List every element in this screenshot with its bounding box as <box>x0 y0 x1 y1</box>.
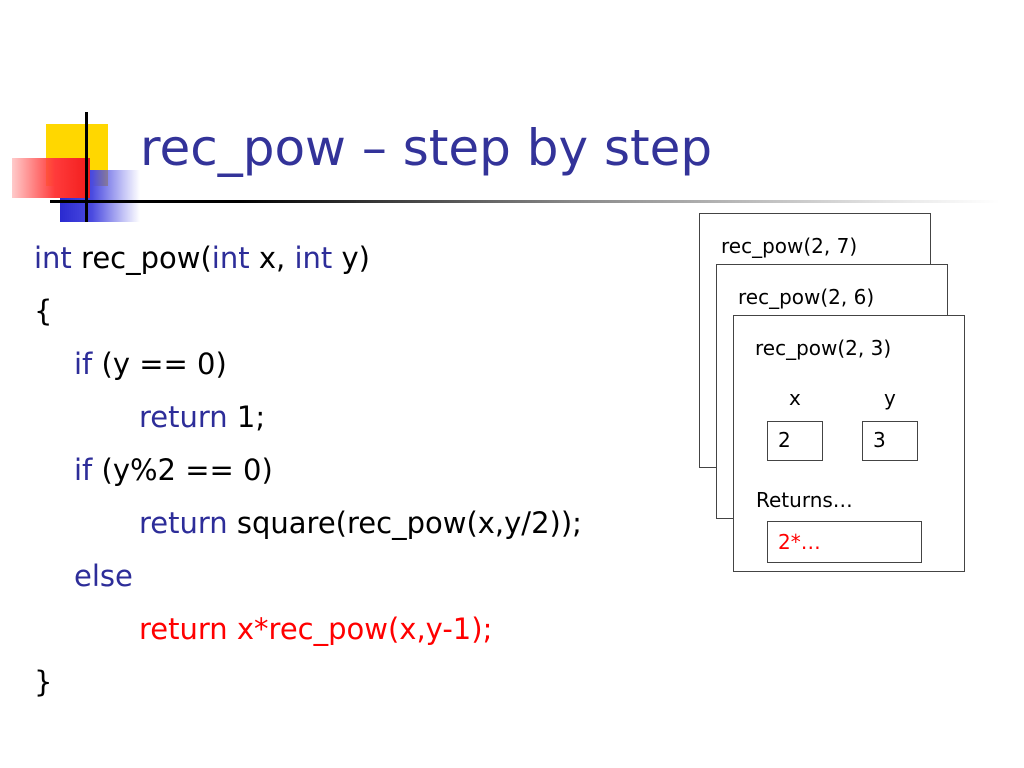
returns-label: Returns… <box>756 488 853 512</box>
code-line-return-square: return square(rec_pow(x,y/2)); <box>34 497 714 550</box>
code-text: 1; <box>227 400 266 434</box>
code-line-open-brace: { <box>34 294 53 328</box>
code-line-return-multiply-highlighted: return x*rec_pow(x,y-1); <box>139 612 493 646</box>
code-line-else: else <box>34 550 714 603</box>
code-keyword: int <box>34 241 72 275</box>
code-text: (y == 0) <box>92 347 227 381</box>
code-text: rec_pow( <box>71 241 212 275</box>
stack-frame-label: rec_pow(2, 3) <box>755 336 892 360</box>
slide-title: rec_pow – step by step <box>140 119 713 177</box>
vertical-line-decoration <box>85 112 88 222</box>
slide-logo-decoration <box>0 0 160 240</box>
code-keyword: else <box>74 559 133 593</box>
code-keyword: if <box>74 453 93 487</box>
red-bar-decoration <box>12 158 90 198</box>
code-line-if-even: if (y%2 == 0) <box>34 444 714 497</box>
code-text: square(rec_pow(x,y/2)); <box>227 506 582 540</box>
stack-frame-label: rec_pow(2, 6) <box>738 285 875 309</box>
stack-frame-label: rec_pow(2, 7) <box>721 234 858 258</box>
code-keyword: int <box>211 241 250 275</box>
returns-value-box: 2*… <box>767 521 922 563</box>
code-keyword: return <box>139 506 228 540</box>
code-line-signature: int rec_pow(int x, int y) <box>34 232 714 285</box>
title-underline <box>50 200 1000 203</box>
code-keyword: return <box>139 400 228 434</box>
variable-x-label: x <box>789 386 801 410</box>
code-text: x, <box>249 241 295 275</box>
code-keyword: int <box>294 241 333 275</box>
code-line-close-brace: } <box>34 665 53 699</box>
code-text: (y%2 == 0) <box>92 453 273 487</box>
code-line-return-one: return 1; <box>34 391 714 444</box>
code-keyword: if <box>74 347 93 381</box>
variable-y-label: y <box>884 386 896 410</box>
code-block: int rec_pow(int x, int y) { if (y == 0) … <box>34 232 714 709</box>
code-text: y) <box>332 241 370 275</box>
variable-y-value-box: 3 <box>862 421 918 461</box>
stack-frame-rec-pow-2-3: rec_pow(2, 3) x y 2 3 Returns… 2*… <box>733 315 965 572</box>
variable-x-value-box: 2 <box>767 421 823 461</box>
code-line-if-base: if (y == 0) <box>34 338 714 391</box>
